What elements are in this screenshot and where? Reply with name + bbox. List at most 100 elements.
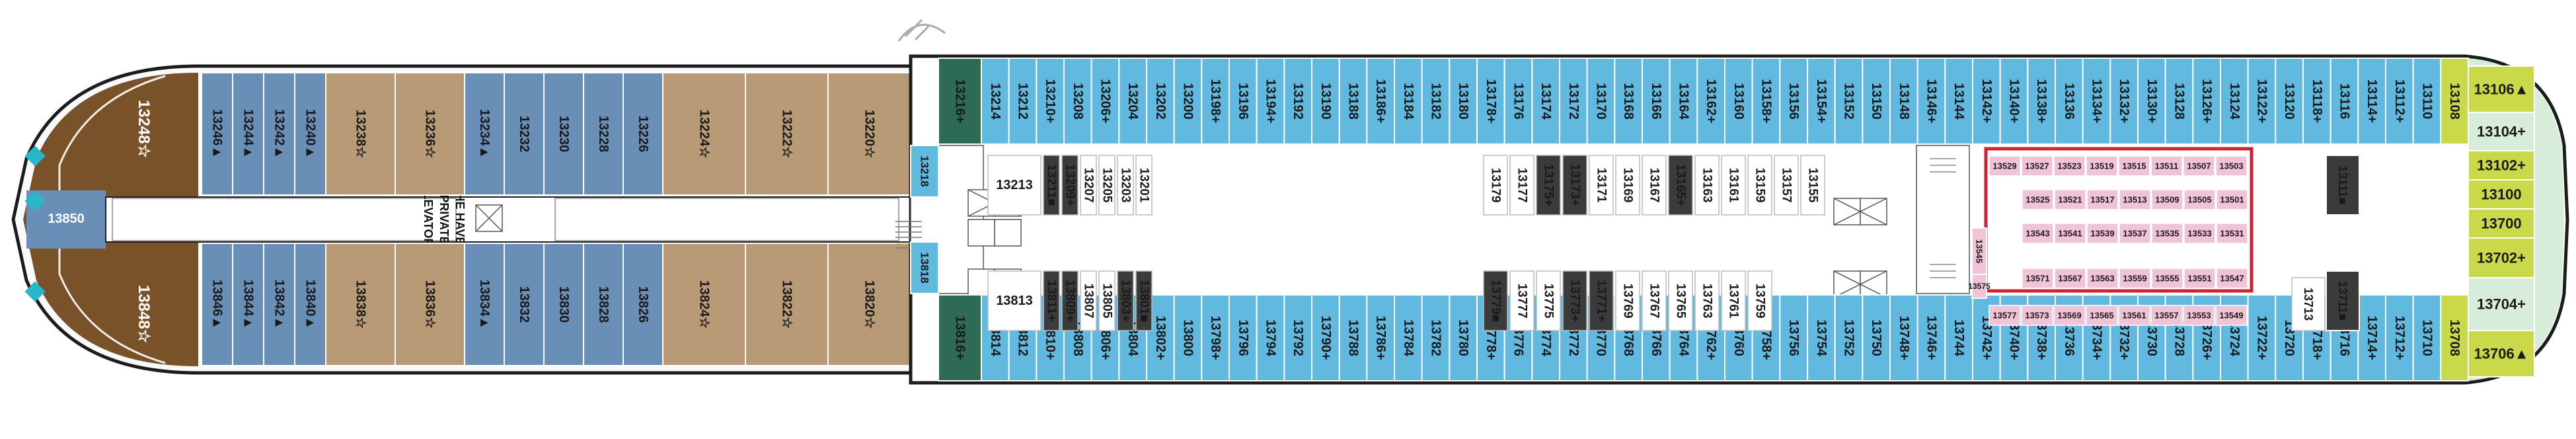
haven-bottom-blue-suite[interactable]: 13826 (623, 243, 663, 366)
studio-cabin-box[interactable] (2086, 223, 2119, 244)
studio-cabin[interactable]: 13525 (2022, 189, 2054, 210)
haven-top-tan-suite[interactable]: 13220☆ (827, 72, 911, 196)
studio-cabin-box[interactable] (2215, 305, 2248, 326)
top-inner-mid-cabin[interactable]: 13159 (1747, 155, 1772, 216)
bottom-inner-mid-cabin-box[interactable] (1642, 270, 1667, 331)
bottom-outer-cabin-box[interactable] (1366, 294, 1395, 381)
studio-cabin[interactable]: 13521 (2054, 189, 2086, 210)
top-inner-aft-cabin-box[interactable] (1117, 155, 1134, 216)
top-outer-cabin[interactable]: 13148 (1889, 58, 1918, 145)
bottom-inner-mid-cabin-box[interactable] (1483, 270, 1508, 331)
top-outer-cabin[interactable]: 13152 (1834, 58, 1864, 145)
studio-cabin[interactable]: 13555 (2151, 268, 2183, 289)
top-outer-cabin[interactable]: 13176 (1503, 58, 1533, 145)
bottom-inner-mid-cabin[interactable]: 13769 (1615, 270, 1640, 331)
top-outer-cabin[interactable]: 13164 (1669, 58, 1698, 145)
forward-suite-box[interactable] (2468, 179, 2535, 210)
studio-cabin[interactable]: 13519 (2086, 155, 2118, 177)
side-cabin-top[interactable]: 13218 (910, 145, 939, 198)
studio-cabin-box[interactable] (2151, 268, 2183, 289)
studio-cabin-box[interactable] (2119, 189, 2151, 210)
top-inner-mid-cabin-box[interactable] (1774, 155, 1799, 216)
studio-cabin-box[interactable] (2086, 155, 2118, 177)
top-inner-mid-cabin[interactable]: 13163 (1694, 155, 1720, 216)
top-inner-aft-cabin-box[interactable] (1061, 155, 1079, 216)
top-outer-cabin-box[interactable] (1201, 58, 1231, 145)
top-outer-cabin-box[interactable] (2192, 58, 2221, 145)
bottom-inner-mid-cabin[interactable]: 13775 (1536, 270, 1561, 331)
top-outer-cabin[interactable]: 13180 (1449, 58, 1478, 145)
bottom-outer-cabin-box[interactable] (1338, 294, 1368, 381)
haven-top-blue-suite-box[interactable] (464, 72, 505, 196)
haven-top-tan-suite[interactable]: 13222☆ (745, 72, 829, 196)
top-outer-cabin[interactable]: 13110 (2412, 58, 2442, 145)
fwd-inner-cabin-bottom[interactable]: 13711■ (2326, 270, 2360, 331)
haven-bottom-blue-suite-box[interactable] (232, 243, 264, 366)
forward-suite[interactable]: 13706▲ (2468, 330, 2535, 378)
bottom-inner-aft-cabin[interactable]: 13807 (1080, 270, 1097, 331)
bottom-inner-aft-cabin-box[interactable] (1117, 270, 1134, 331)
top-outer-cabin-box[interactable] (2330, 58, 2359, 145)
top-inner-mid-cabin[interactable]: 13179 (1483, 155, 1508, 216)
top-outer-cabin[interactable]: 13122+ (2247, 58, 2277, 145)
studio-cabin[interactable]: 13523 (2053, 155, 2086, 177)
bottom-outer-cabin[interactable]: 13748+ (1889, 294, 1918, 381)
top-outer-cabin[interactable]: 13162+ (1696, 58, 1725, 145)
studio-cabin[interactable]: 13553 (2183, 305, 2215, 326)
top-outer-cabin-box[interactable] (1586, 58, 1616, 145)
bottom-inner-mid-cabin-box[interactable] (1615, 270, 1640, 331)
studio-cabin[interactable]: 13535 (2151, 223, 2183, 244)
studio-side-cabin-box[interactable] (1971, 274, 1987, 299)
top-outer-cabin[interactable]: 13160 (1724, 58, 1753, 145)
studio-cabin[interactable]: 13567 (2054, 268, 2086, 289)
studio-cabin-box[interactable] (2054, 189, 2086, 210)
haven-bottom-blue-suite-box[interactable] (543, 243, 584, 366)
haven-bottom-blue-suite[interactable]: 13832 (504, 243, 545, 366)
bottom-outer-cabin[interactable]: 13750 (1862, 294, 1891, 381)
studio-cabin[interactable]: 13509 (2151, 189, 2183, 210)
top-outer-cabin-box[interactable] (1944, 58, 1973, 145)
bottom-outer-cabin-box[interactable] (1779, 294, 1808, 381)
studio-cabin[interactable]: 13551 (2183, 268, 2216, 289)
top-outer-cabin-box[interactable] (1366, 58, 1395, 145)
top-outer-cabin[interactable]: 13150 (1862, 58, 1891, 145)
haven-bottom-blue-suite-box[interactable] (201, 243, 233, 366)
top-outer-cabin-box[interactable] (2247, 58, 2277, 145)
studio-cabin-box[interactable] (2086, 189, 2119, 210)
forward-suite[interactable]: 13700 (2468, 208, 2535, 239)
top-outer-cabin[interactable]: 13214 (981, 58, 1010, 145)
top-outer-cabin-box[interactable] (1476, 58, 1505, 145)
studio-cabin-box[interactable] (2215, 155, 2248, 177)
top-outer-cabin-box[interactable] (1008, 58, 1038, 145)
top-outer-cabin[interactable]: 13202 (1146, 58, 1175, 145)
top-outer-cabin-box[interactable] (1889, 58, 1918, 145)
bottom-outer-cabin[interactable]: 13800 (1173, 294, 1203, 381)
top-outer-cabin[interactable]: 13172 (1559, 58, 1588, 145)
haven-top-blue-suite[interactable]: 13244▲ (232, 72, 264, 196)
top-inner-mid-cabin-box[interactable] (1668, 155, 1693, 216)
studio-cabin-box[interactable] (1989, 155, 2021, 177)
side-cabin-bottom[interactable]: 13818 (910, 241, 939, 294)
studio-cabin-box[interactable] (2183, 223, 2216, 244)
top-outer-cabin-box[interactable] (1036, 58, 1065, 145)
bottom-inner-aft-cabin[interactable]: 13803+ (1117, 270, 1134, 331)
top-inner-mid-cabin-box[interactable] (1589, 155, 1614, 216)
bottom-inner-aft-cabin-box[interactable] (1043, 270, 1060, 331)
studio-cabin[interactable]: 13547 (2216, 268, 2248, 289)
forward-suite[interactable]: 13704+ (2468, 277, 2535, 331)
studio-cabin-box[interactable] (2053, 305, 2086, 326)
top-inner-mid-cabin[interactable]: 13165+ (1668, 155, 1693, 216)
bottom-outer-cabin-box[interactable] (2412, 294, 2442, 381)
bottom-inner-aft-cabin-box[interactable] (1061, 270, 1079, 331)
haven-top-tan-suite[interactable]: 13224☆ (662, 72, 746, 196)
top-outer-cabin-box[interactable] (2357, 58, 2386, 145)
forward-suite-box[interactable] (2468, 208, 2535, 239)
top-outer-cabin-box[interactable] (1283, 58, 1313, 145)
top-outer-cabin[interactable]: 13126+ (2192, 58, 2221, 145)
bottom-inner-mid-cabin[interactable]: 13771+ (1589, 270, 1614, 331)
top-outer-cabin-box[interactable] (1229, 58, 1258, 145)
top-outer-cabin-box[interactable] (1779, 58, 1808, 145)
top-outer-cabin[interactable]: 13114+ (2357, 58, 2386, 145)
top-outer-cabin[interactable]: 13216+ (938, 58, 982, 145)
haven-top-blue-suite-box[interactable] (294, 72, 326, 196)
